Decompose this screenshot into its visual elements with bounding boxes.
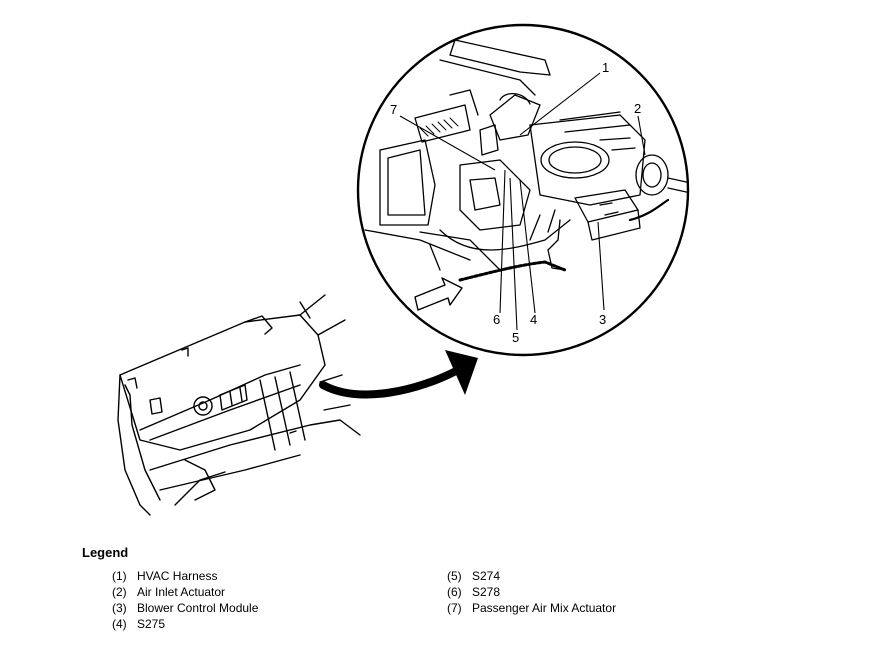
legend-item-number: (2) bbox=[112, 585, 127, 599]
hvac-component-diagram: 1 2 3 4 5 6 7 bbox=[117, 23, 690, 516]
magnified-detail-view bbox=[356, 23, 690, 357]
callout-1: 1 bbox=[602, 60, 609, 75]
pointer-arrow bbox=[319, 350, 478, 399]
callout-labels: 1 2 3 4 5 6 7 bbox=[390, 60, 641, 345]
legend-item: (2) Air Inlet Actuator bbox=[112, 584, 258, 600]
legend-column-right: (5) S274 (6) S278 (7) Passenger Air Mix … bbox=[447, 568, 616, 616]
legend-item-label: Passenger Air Mix Actuator bbox=[472, 601, 617, 615]
legend-item: (3) Blower Control Module bbox=[112, 600, 258, 616]
legend-column-left: (1) HVAC Harness (2) Air Inlet Actuator … bbox=[112, 568, 258, 632]
callout-2: 2 bbox=[634, 101, 641, 116]
legend-item: (5) S274 bbox=[447, 568, 616, 584]
callout-3: 3 bbox=[599, 312, 606, 327]
legend-item-label: Blower Control Module bbox=[137, 601, 259, 615]
legend-item-label: S275 bbox=[137, 617, 166, 631]
callout-7: 7 bbox=[390, 102, 397, 117]
legend-item: (7) Passenger Air Mix Actuator bbox=[447, 600, 616, 616]
legend-item-number: (1) bbox=[112, 569, 127, 583]
legend-item-number: (4) bbox=[112, 617, 127, 631]
legend-item-label: S278 bbox=[472, 585, 501, 599]
legend-item: (6) S278 bbox=[447, 584, 616, 600]
legend-item-label: S274 bbox=[472, 569, 501, 583]
legend-item-number: (5) bbox=[447, 569, 462, 583]
legend-item: (1) HVAC Harness bbox=[112, 568, 258, 584]
legend-item-label: HVAC Harness bbox=[137, 569, 218, 583]
leader-lines bbox=[399, 72, 646, 331]
legend-title: Legend bbox=[82, 545, 129, 560]
callout-5: 5 bbox=[512, 330, 519, 345]
legend-item-label: Air Inlet Actuator bbox=[137, 585, 226, 599]
legend-item-number: (6) bbox=[447, 585, 462, 599]
legend-item: (4) S275 bbox=[112, 616, 258, 632]
callout-6: 6 bbox=[493, 312, 500, 327]
callout-4: 4 bbox=[530, 312, 537, 327]
legend-item-number: (7) bbox=[447, 601, 462, 615]
legend-item-number: (3) bbox=[112, 601, 127, 615]
dashboard-overview-illustration bbox=[117, 294, 361, 516]
